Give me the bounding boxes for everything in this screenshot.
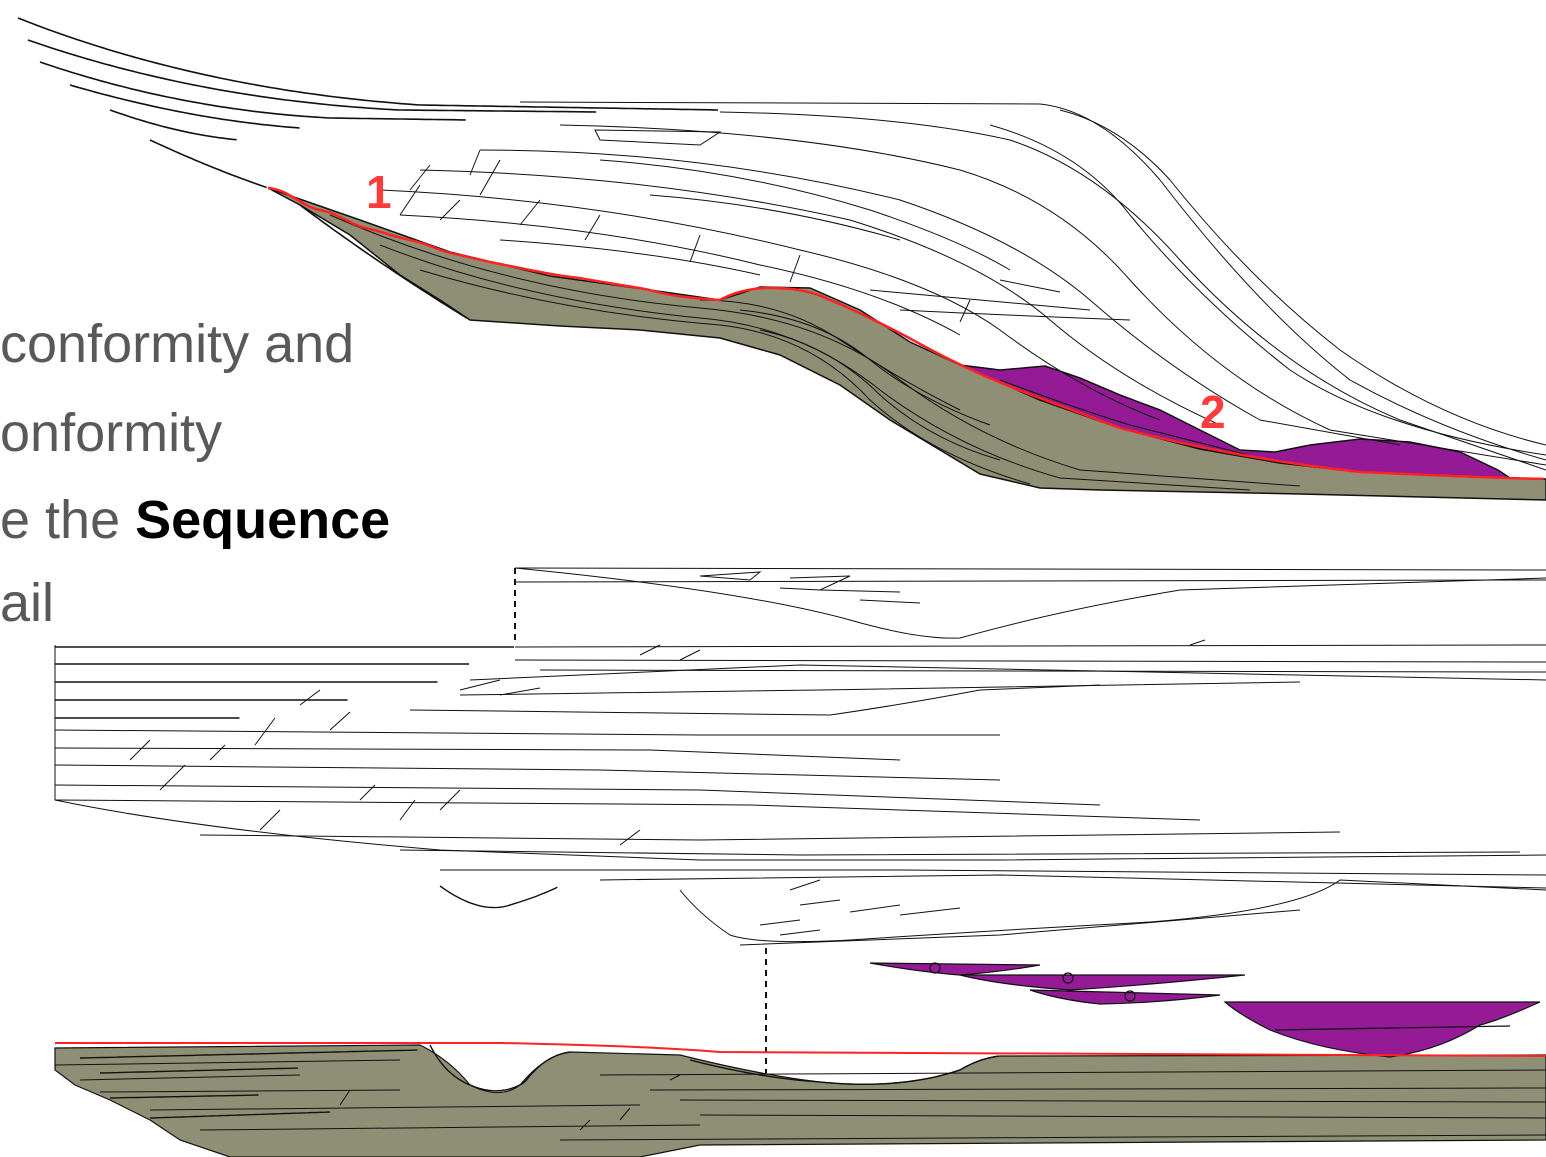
lower-white-strata xyxy=(54,567,1546,946)
sequence-boundary-lower xyxy=(55,1042,1546,1057)
bullet-text-line-1: conformity and xyxy=(0,314,354,374)
bullet-text-line-3: e the Sequence xyxy=(0,490,390,550)
fan-lens-2 xyxy=(959,974,1246,991)
bullet-text-1: conformity and xyxy=(0,314,355,374)
bullet-bold-3: Sequence xyxy=(135,490,391,550)
basin-floor-fan xyxy=(959,364,1513,479)
bullet-text-4: ail xyxy=(0,573,55,633)
fan-internal-line xyxy=(999,379,1261,459)
erosional-surfaces-upper xyxy=(17,17,719,320)
sequence-boundary-upper xyxy=(267,186,1544,481)
bullet-text-line-4: ail xyxy=(0,573,54,633)
clinoform-strata xyxy=(379,101,1546,471)
dip-cross-section: 1 2 xyxy=(17,17,1546,501)
bullet-text-line-2: onformity xyxy=(0,403,222,463)
fan-lens-1 xyxy=(869,962,1041,976)
erosional-surfaces-lower xyxy=(55,646,999,1119)
strike-cross-section xyxy=(54,567,1546,1157)
marker-label-2: 2 xyxy=(1200,386,1226,438)
lower-olive-internal-lines xyxy=(54,1059,1546,1141)
bullet-text-2: onformity xyxy=(0,403,223,463)
bullet-text-3: e the xyxy=(0,490,136,550)
fan-lens-4 xyxy=(1223,1001,1541,1058)
older-sequence-internal-lines xyxy=(329,214,1301,491)
marker-label-1: 1 xyxy=(366,166,392,218)
lower-fan-lenses xyxy=(869,962,1541,1058)
